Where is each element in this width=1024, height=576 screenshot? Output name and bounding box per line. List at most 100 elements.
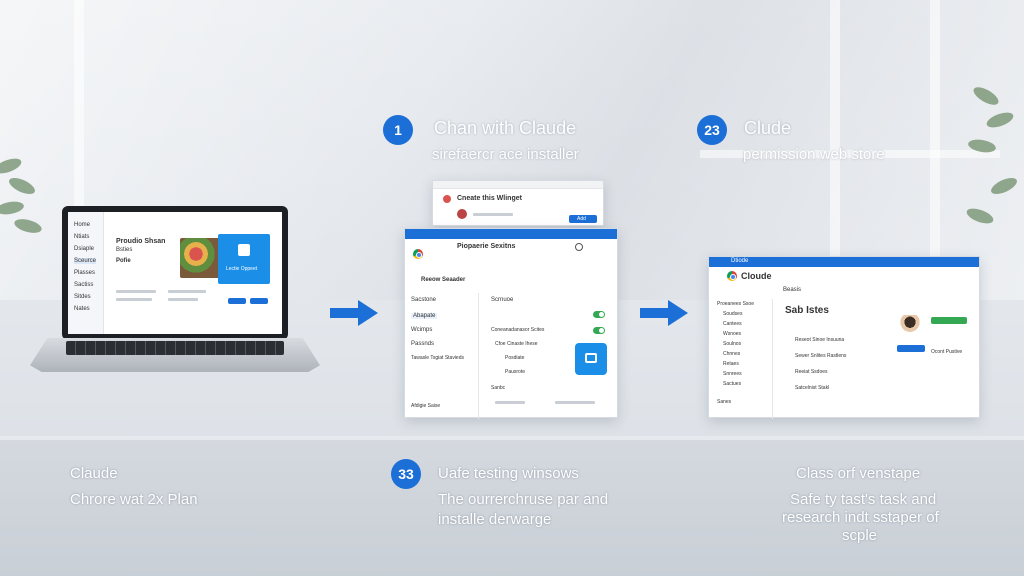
bottom-right-line: scple: [842, 527, 878, 544]
laptop-sidebar-item[interactable]: Ntiats: [74, 234, 90, 240]
claude-titlebar: [709, 257, 979, 267]
store-sidebar: Sacstone Abapate Wcimps Passnds Tawasle …: [405, 293, 479, 419]
step-3-line: installe derwarge: [438, 511, 552, 528]
popup-add-label: Add: [577, 216, 586, 222]
laptop-button[interactable]: [250, 298, 268, 304]
laptop-sidebar-item[interactable]: Plasses: [74, 270, 96, 276]
step-3-line: The ourrerchruse par and: [438, 491, 609, 508]
claude-nav-item[interactable]: Proeanees Ssoe: [717, 301, 754, 307]
claude-item[interactable]: Reeiat Ssdoes: [795, 369, 828, 375]
claude-nav-item[interactable]: Sactues: [723, 381, 742, 387]
arrow-right-icon: [640, 300, 688, 326]
laptop-sidebar-item[interactable]: Sceurce: [74, 258, 97, 264]
laptop-blue-card[interactable]: Lectie Oppeet: [218, 234, 270, 284]
claude-nav-item[interactable]: Retaes: [723, 361, 739, 367]
toggle-switch[interactable]: [593, 311, 605, 318]
claude-brand: Cloude: [741, 271, 772, 281]
laptop-row: [168, 290, 206, 293]
laptop-card-label: Pofie: [116, 258, 131, 264]
laptop-screen: Home Ntiats Dsiaple Sceurce Plasses Sact…: [62, 206, 288, 340]
bottom-right-line: Safe ty tast's task and: [790, 491, 937, 508]
laptop-sidebar-item[interactable]: Sitdes: [74, 294, 91, 300]
store-sidebar-item[interactable]: Abapate: [411, 313, 438, 319]
avatar: [457, 209, 467, 219]
step-1-title: Chan with Claude: [434, 118, 577, 138]
desk-surface: [0, 440, 1024, 576]
step-2-subtitle: permission web store: [743, 146, 885, 163]
store-sidebar-item[interactable]: Wcimps: [411, 327, 433, 333]
claude-tab[interactable]: Dtiode: [731, 258, 749, 264]
laptop-button[interactable]: [228, 298, 246, 304]
claude-nav-item[interactable]: Snnrees: [723, 371, 742, 377]
store-label: Posdiate: [505, 355, 525, 361]
laptop-keyboard: [66, 341, 284, 355]
claude-action-button[interactable]: [931, 317, 967, 324]
plant-left: [0, 150, 54, 240]
claude-nav: Proeanees Ssoe Soudses Cantees Wsnoes So…: [709, 299, 773, 419]
food-image: [180, 238, 220, 278]
store-sidebar-item[interactable]: Sacstone: [411, 297, 437, 303]
claude-heading: Sab Istes: [785, 305, 829, 316]
window-frame: [930, 0, 940, 320]
arrow-right-icon: [330, 300, 378, 326]
claude-nav-item[interactable]: Sanes: [717, 399, 732, 405]
claude-nav-item[interactable]: Chnnes: [723, 351, 741, 357]
laptop-sidebar-item[interactable]: Home: [74, 222, 91, 228]
popup-logo-icon: [443, 195, 451, 203]
store-section-b: Coneanadanasor Scites: [491, 327, 545, 333]
claude-nav-item[interactable]: Cantees: [723, 321, 742, 327]
claude-logo-icon: [727, 271, 737, 281]
claude-nav-item[interactable]: Soudses: [723, 311, 743, 317]
claude-nav-item[interactable]: Wsnoes: [723, 331, 742, 337]
laptop-sidebar-item[interactable]: Nates: [74, 306, 90, 312]
laptop-header: Proudio Shsan: [116, 238, 166, 245]
store-app-name: Reeow Seaader: [421, 277, 466, 283]
store-section-a: Scrnuoe: [491, 297, 514, 303]
window-frame: [830, 0, 840, 320]
store-row: [495, 401, 525, 404]
store-footer: Afdigie Saise: [411, 403, 441, 409]
step-3-badge: 33: [391, 459, 421, 489]
claude-cta[interactable]: Ocont Pustive: [931, 349, 963, 355]
extension-tile[interactable]: [575, 343, 607, 375]
store-sidebar-item[interactable]: Tawasle Tsgiat Stavieds: [411, 355, 464, 361]
store-label: Pausrote: [505, 369, 526, 375]
popup-tabbar: [433, 181, 603, 189]
claude-line: Sewer Snlites Rastlens: [795, 353, 847, 359]
bottom-left-title: Claude: [70, 465, 118, 482]
store-search-icon[interactable]: [575, 243, 583, 251]
claude-item[interactable]: Satcelnist Stakl: [795, 385, 830, 391]
popup-add-button[interactable]: Add: [569, 215, 597, 223]
shield-icon: [238, 244, 250, 256]
window-frame: [700, 150, 1000, 158]
claude-window[interactable]: Dtiode Cloude Beasis Proeanees Ssoe Soud…: [708, 256, 980, 419]
puzzle-icon: [585, 353, 597, 363]
step-1-subtitle: sirefaercr ace installer: [432, 146, 579, 163]
step-1-badge: 1: [383, 115, 413, 145]
laptop-cta: Lectie Oppeet: [226, 266, 258, 272]
laptop-row: [168, 298, 198, 301]
claude-search[interactable]: Beasis: [783, 287, 802, 293]
store-title: Piopaerie Sexitns: [457, 243, 516, 250]
bottom-left-subtitle: Chrore wat 2x Plan: [70, 491, 198, 508]
claude-line: Reseot Sinoe Insuuna: [795, 337, 845, 343]
avatar: [899, 315, 921, 339]
desk-edge: [0, 436, 1024, 442]
step-2-badge: 23: [697, 115, 727, 145]
claude-blue-button[interactable]: [897, 345, 925, 352]
laptop-subheader: Bsties: [116, 247, 133, 253]
store-label: Cfoe Cinaste Ihese: [495, 341, 538, 347]
store-label: Sanbc: [491, 385, 506, 391]
toggle-switch[interactable]: [593, 327, 605, 334]
store-titlebar: [405, 229, 617, 239]
bottom-right-title: Class orf venstape: [796, 465, 921, 482]
laptop-sidebar-item[interactable]: Dsiaple: [74, 246, 95, 252]
widget-popup[interactable]: Cneate this Wlinget Add: [432, 180, 604, 226]
store-sidebar-item[interactable]: Passnds: [411, 341, 435, 347]
laptop-row: [116, 290, 156, 293]
laptop-sidebar-item[interactable]: Sactiss: [74, 282, 94, 288]
claude-nav-item[interactable]: Soulnos: [723, 341, 742, 347]
store-window[interactable]: Piopaerie Sexitns Reeow Seaader Sacstone…: [404, 228, 618, 419]
popup-title: Cneate this Wlinget: [457, 195, 522, 202]
plant-right: [962, 80, 1022, 227]
